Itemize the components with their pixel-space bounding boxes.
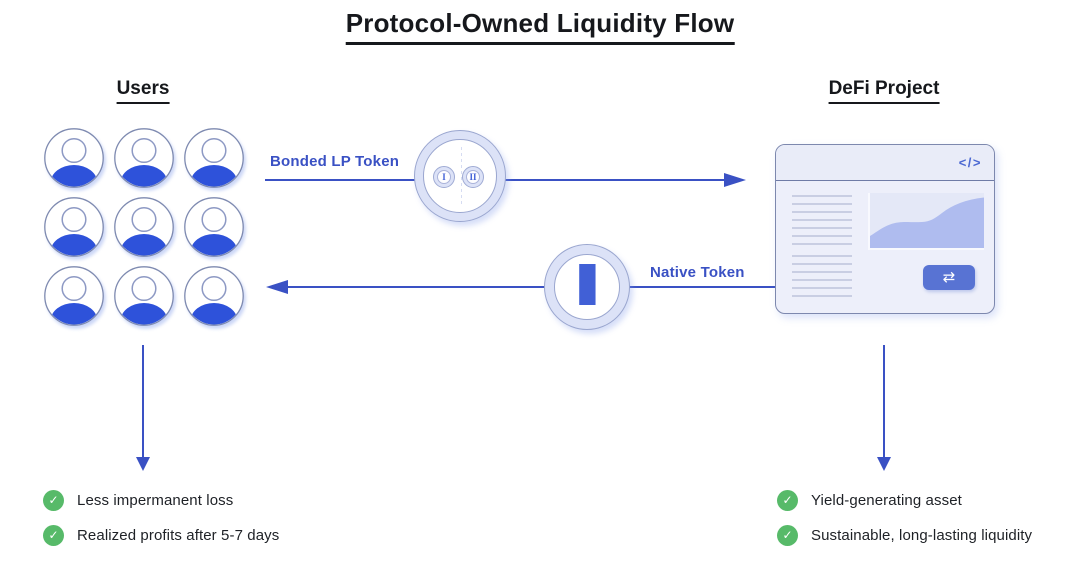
native-token-label: Native Token xyxy=(650,264,745,281)
user-icon xyxy=(184,266,244,326)
user-icon xyxy=(184,128,244,188)
checklist-item: ✓ Less impermanent loss xyxy=(43,489,279,511)
native-flow-line xyxy=(288,286,775,288)
user-icon xyxy=(114,128,174,188)
user-avatar xyxy=(43,265,105,327)
users-avatar-grid xyxy=(43,127,245,327)
window-titlebar: </> xyxy=(776,145,994,181)
defi-checklist: ✓ Yield-generating asset ✓ Sustainable, … xyxy=(777,489,1032,559)
lp-token-one-icon: I xyxy=(433,166,455,188)
swap-button[interactable]: ⇄ xyxy=(923,265,975,290)
checklist-label: Yield-generating asset xyxy=(811,491,962,509)
user-avatar xyxy=(113,127,175,189)
lp-coin-divider xyxy=(460,147,462,207)
check-icon: ✓ xyxy=(43,524,64,546)
check-icon: ✓ xyxy=(777,489,798,511)
defi-benefit-arrow-line xyxy=(883,345,885,458)
check-icon: ✓ xyxy=(43,489,64,511)
user-avatar xyxy=(113,196,175,258)
user-avatar xyxy=(183,127,245,189)
defi-app-window: </> ⇄ xyxy=(775,144,995,314)
user-icon xyxy=(114,197,174,257)
checklist-item: ✓ Realized profits after 5-7 days xyxy=(43,524,279,546)
user-avatar xyxy=(183,196,245,258)
user-icon xyxy=(44,128,104,188)
checklist-item: ✓ Sustainable, long-lasting liquidity xyxy=(777,524,1032,546)
users-header: Users xyxy=(116,78,170,104)
checklist-label: Less impermanent loss xyxy=(77,491,234,509)
checklist-label: Realized profits after 5-7 days xyxy=(77,526,280,544)
growth-chart xyxy=(868,193,984,250)
user-icon xyxy=(44,266,104,326)
user-avatar xyxy=(43,127,105,189)
user-avatar xyxy=(43,196,105,258)
native-coin-numeral: I xyxy=(570,254,604,319)
bonded-lp-token-coin: I II xyxy=(414,130,506,222)
user-avatar xyxy=(113,265,175,327)
checklist-label: Sustainable, long-lasting liquidity xyxy=(811,526,1033,544)
check-icon: ✓ xyxy=(777,524,798,546)
native-coin-face: I xyxy=(554,254,620,320)
native-token-coin: I xyxy=(544,244,630,330)
code-icon: </> xyxy=(958,155,982,170)
users-benefit-arrow-line xyxy=(142,345,144,458)
swap-icon: ⇄ xyxy=(942,268,956,286)
window-text-lines-top xyxy=(792,195,852,251)
page-title: Protocol-Owned Liquidity Flow xyxy=(345,8,735,45)
user-icon xyxy=(44,197,104,257)
defi-project-header: DeFi Project xyxy=(828,78,940,104)
bonded-flow-arrowhead-icon xyxy=(724,173,746,187)
bonded-lp-token-label: Bonded LP Token xyxy=(270,153,400,170)
checklist-item: ✓ Yield-generating asset xyxy=(777,489,1032,511)
defi-benefit-arrowhead-icon xyxy=(877,457,891,471)
users-benefit-arrowhead-icon xyxy=(136,457,150,471)
user-icon xyxy=(184,197,244,257)
native-flow-arrowhead-icon xyxy=(266,280,288,294)
users-checklist: ✓ Less impermanent loss ✓ Realized profi… xyxy=(43,489,279,559)
window-text-lines-bottom xyxy=(792,255,852,303)
user-avatar xyxy=(183,265,245,327)
user-icon xyxy=(114,266,174,326)
lp-token-two-icon: II xyxy=(462,166,484,188)
